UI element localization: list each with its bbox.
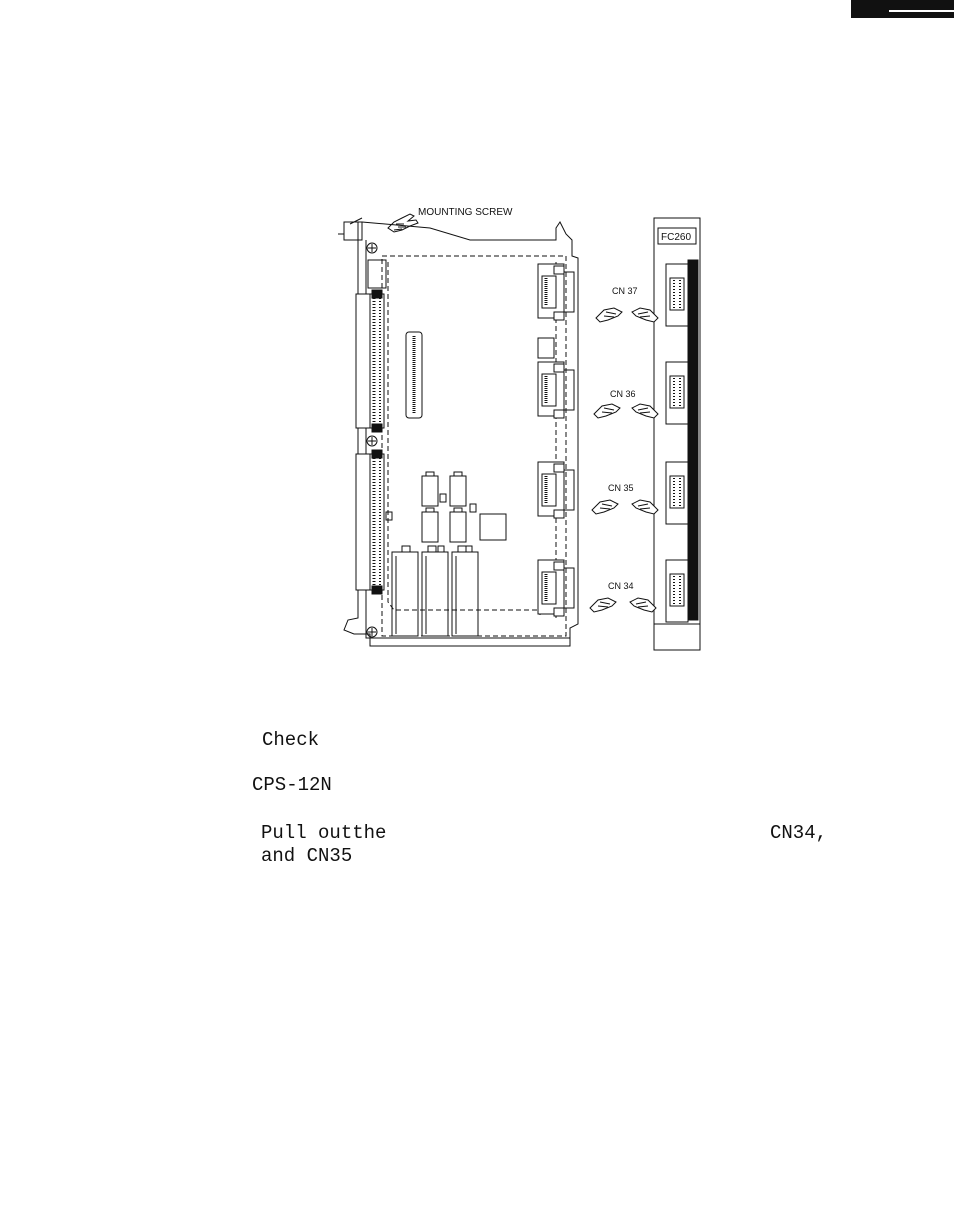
component-small-right (537, 337, 555, 359)
panel-connector-cn37 (665, 263, 689, 327)
ic-cluster (385, 471, 507, 543)
panel-connector-cn34 (665, 559, 689, 623)
screw-hole-icon (366, 626, 378, 638)
text-line-cn35: and CN35 (261, 845, 353, 867)
backplane-connector-upper (355, 289, 385, 433)
long-chip (405, 331, 423, 419)
mounting-screw-hand-icon (387, 213, 419, 233)
backplane-connector-lower (355, 449, 385, 595)
board-connector-cn36 (537, 361, 575, 419)
connector-label-cn36: CN 36 (610, 389, 636, 399)
module-label: FC260 (661, 232, 691, 243)
hand-pull-icon (631, 499, 659, 515)
panel-connector-cn36 (665, 361, 689, 425)
board-connector-cn37 (537, 263, 575, 321)
hand-pull-icon (595, 307, 623, 323)
hand-pull-icon (593, 403, 621, 419)
corner-tab-mark (851, 0, 954, 18)
board-connector-cn34 (537, 559, 575, 617)
screw-hole-icon (366, 242, 378, 254)
board-dashed-inner (387, 262, 557, 618)
hand-pull-icon (591, 499, 619, 515)
text-line-pull-out: Pull outthe (261, 822, 387, 844)
text-line-cps: CPS-12N (252, 774, 332, 796)
screw-hole-icon (366, 435, 378, 447)
connector-label-cn37: CN 37 (612, 286, 638, 296)
circuit-board-diagram: MOUNTING SCREW (330, 198, 710, 654)
hand-pull-icon (631, 307, 659, 323)
connector-label-cn35: CN 35 (608, 483, 634, 493)
board-connector-cn35 (537, 461, 575, 519)
text-line-check: Check (262, 729, 320, 751)
board-outline (343, 221, 579, 647)
hand-pull-icon (589, 597, 617, 613)
hand-pull-icon (629, 597, 657, 613)
mounting-screw-label: MOUNTING SCREW (418, 207, 513, 218)
hand-pull-icon (631, 403, 659, 419)
connector-label-cn34: CN 34 (608, 581, 634, 591)
component-small-top (367, 259, 387, 289)
text-line-cn34: CN34, (770, 822, 828, 844)
eprom-chips (391, 545, 479, 637)
panel-connector-cn35 (665, 461, 689, 525)
